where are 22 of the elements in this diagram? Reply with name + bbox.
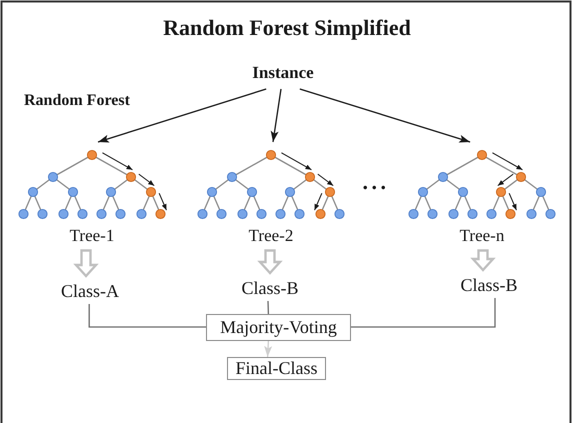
connector-line xyxy=(88,304,206,328)
arrow xyxy=(300,88,470,143)
connector-line xyxy=(351,298,496,328)
arrow xyxy=(270,88,282,142)
section-label: Random Forest xyxy=(24,91,130,111)
class-label: Class-B xyxy=(230,275,310,301)
tree-label: Tree-n xyxy=(458,226,506,246)
input-label: Instance xyxy=(243,63,323,89)
ellipsis: ... xyxy=(362,170,390,194)
block-arrow xyxy=(73,249,99,278)
block-arrow xyxy=(257,249,283,275)
process-box: Majority-Voting xyxy=(206,314,351,341)
block-arrow xyxy=(470,249,496,272)
class-label: Class-B xyxy=(449,272,529,298)
tree-label: Tree-1 xyxy=(68,226,116,246)
diagram-title: Random Forest Simplified xyxy=(162,15,412,41)
tree-label: Tree-2 xyxy=(248,226,294,246)
arrow xyxy=(98,88,266,143)
connector-line xyxy=(267,300,270,314)
arrow xyxy=(264,340,272,358)
class-label: Class-A xyxy=(50,278,130,304)
output-box: Final-Class xyxy=(227,357,326,380)
